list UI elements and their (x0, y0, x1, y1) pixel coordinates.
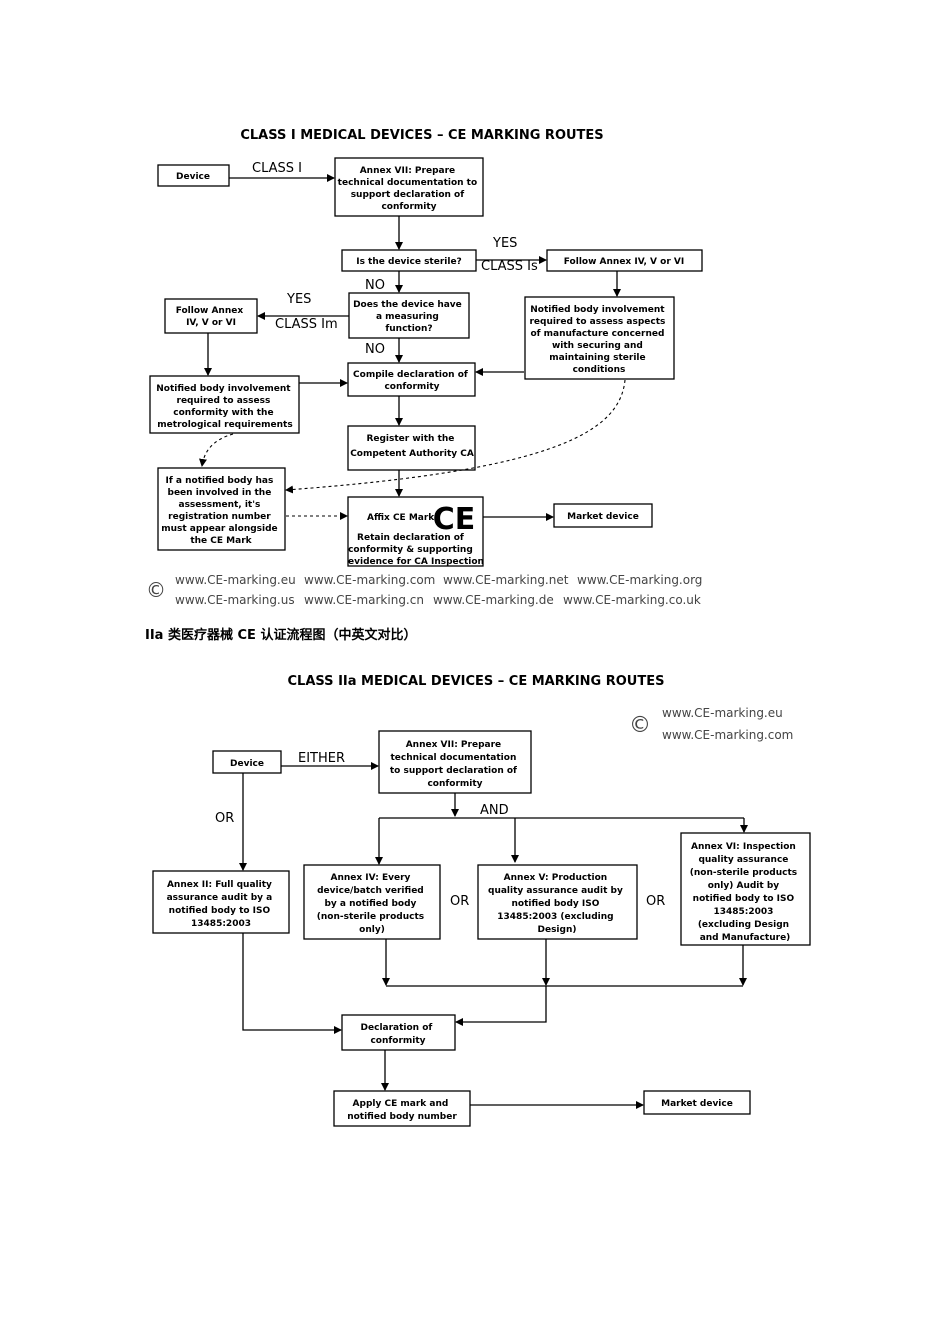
no-label-1: NO (365, 278, 385, 293)
retain-text: Retain declaration of conformity & suppo… (348, 533, 484, 567)
device-box-2 (212, 750, 282, 774)
diagram2-title: CLASS IIa MEDICAL DEVICES – CE MARKING R… (288, 674, 665, 689)
follow-annex-left-text: Follow Annex IV, V or VI (176, 306, 247, 328)
copyright-icon-2: © (629, 713, 651, 738)
annex5-box (477, 864, 638, 940)
website-row1-0: www.CE-marking.eu (175, 573, 296, 587)
website-row2-0: www.CE-marking.us (175, 593, 295, 607)
sterile-question-label: Is the device sterile? (356, 257, 462, 267)
nb-metro-text: Notified body involvement required to as… (156, 384, 293, 430)
diagram1-title: CLASS I MEDICAL DEVICES – CE MARKING ROU… (240, 128, 603, 143)
annex2-box (152, 870, 290, 934)
and-label: AND (480, 803, 509, 818)
declaration-text: Declaration of conformity (361, 1023, 436, 1046)
annex4-box (303, 864, 441, 940)
nb-sterile-text: Notified body involvement required to as… (529, 305, 668, 375)
class-im-label: CLASS Im (275, 317, 338, 332)
class-i-diagram: CLASS I MEDICAL DEVICES – CE MARKING ROU… (146, 128, 703, 607)
follow-annex-right-label: Follow Annex IV, V or VI (564, 257, 684, 267)
or-left-label: OR (215, 811, 234, 826)
annex2-text: Annex II: Full quality assurance audit b… (167, 880, 276, 929)
website-row2-1: www.CE-marking.cn (304, 593, 424, 607)
register-box (347, 425, 476, 471)
annex7-text-2: Annex VII: Prepare technical documentati… (390, 740, 520, 789)
annex6-box (680, 832, 811, 946)
market-box-2 (643, 1090, 751, 1115)
no-label-2: NO (365, 342, 385, 357)
website-row2-2: www.CE-marking.de (433, 593, 554, 607)
class-i-label: CLASS I (252, 161, 302, 176)
measuring-question-text: Does the device have a measuring functio… (353, 300, 465, 334)
website-row2-3: www.CE-marking.co.uk (563, 593, 701, 607)
dashed-metro-to-note (199, 433, 234, 467)
chinese-caption: IIa 类医疗器械 CE 认证流程图（中英文对比） (145, 627, 416, 643)
nb-note-box (157, 467, 286, 551)
declaration-box (341, 1014, 456, 1051)
website-2-1: www.CE-marking.com (662, 728, 793, 742)
website-row1-3: www.CE-marking.org (577, 573, 702, 587)
website-row1-2: www.CE-marking.net (443, 573, 569, 587)
annex7-text: Annex VII: Prepare technical documentati… (338, 166, 481, 212)
annex5-text: Annex V: Production quality assurance au… (488, 873, 626, 935)
nb-note-text: If a notified body has been involved in … (161, 476, 281, 546)
follow-annex-right-box (546, 249, 703, 272)
collector-to-declaration (455, 986, 547, 1026)
annex4-text: Annex IV: Every device/batch verified by… (317, 873, 428, 935)
annex7-box-2 (378, 730, 532, 794)
market-label-2: Market device (661, 1099, 733, 1109)
device-box (157, 164, 230, 187)
annex2-to-declaration (242, 933, 342, 1034)
class-iia-diagram: CLASS IIa MEDICAL DEVICES – CE MARKING R… (152, 674, 811, 1127)
yes-label-1: YES (492, 236, 517, 251)
measuring-question-box (348, 292, 470, 339)
ce-mark-symbol: CE (433, 502, 476, 537)
either-label: EITHER (298, 751, 345, 766)
yes-label-2: YES (286, 292, 311, 307)
dashed-sterile-to-note (285, 379, 626, 494)
device-label-2: Device (230, 759, 264, 769)
website-2-0: www.CE-marking.eu (662, 706, 783, 720)
apply-text: Apply CE mark and notified body number (347, 1099, 457, 1122)
device-label: Device (176, 172, 210, 182)
website-row1-1: www.CE-marking.com (304, 573, 435, 587)
affix-label: Affix CE Mark (367, 513, 435, 523)
copyright-icon-1: © (146, 578, 166, 602)
nb-metro-box (149, 375, 300, 434)
affix-box (347, 496, 484, 567)
nb-sterile-box (524, 296, 675, 380)
compile-box (347, 362, 476, 397)
or-mid1-label: OR (450, 894, 469, 909)
apply-box (333, 1090, 471, 1127)
market-label-1: Market device (567, 512, 639, 522)
follow-annex-left-box (164, 298, 258, 334)
register-text: Register with the Competent Authority CA (350, 434, 474, 459)
annex7-box (334, 157, 484, 217)
compile-text: Compile declaration of conformity (353, 370, 471, 392)
or-mid2-label: OR (646, 894, 665, 909)
annex6-text: Annex VI: Inspection quality assurance (… (690, 842, 801, 943)
class-is-label: CLASS Is (481, 259, 538, 274)
market-box-1 (553, 503, 653, 528)
